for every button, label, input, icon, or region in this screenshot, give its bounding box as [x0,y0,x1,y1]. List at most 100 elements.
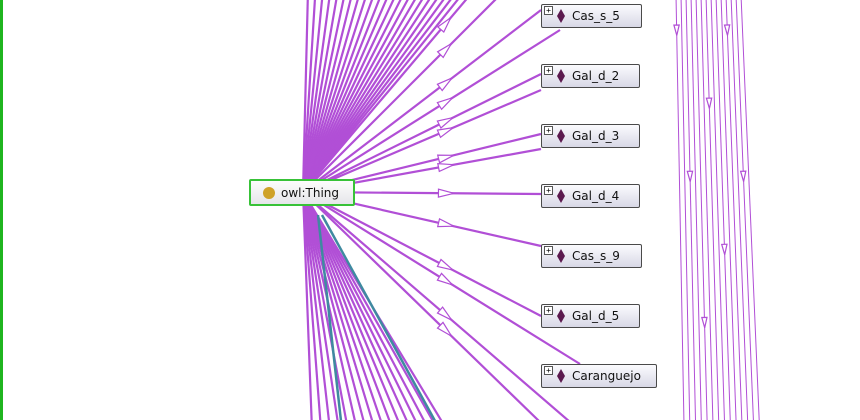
edge-line [301,191,348,420]
arrowhead [436,97,454,111]
edge-line [301,191,330,420]
edge-line [301,0,331,193]
node-label: Caranguejo [572,369,641,383]
individual-diamond-icon [557,309,565,323]
arrowhead-small [720,243,728,255]
edge-line [302,191,425,420]
edge-line [302,191,540,420]
edge-line-thin [740,0,760,420]
arrowhead [436,127,454,139]
arrowhead [437,162,455,173]
edge-line [301,191,382,420]
arrowhead [436,154,454,164]
edge-line-thin [700,0,714,420]
edge-line [301,191,391,420]
arrowhead [436,272,454,286]
edge-line [301,0,381,193]
expand-icon[interactable]: + [544,186,553,195]
arrowhead [436,218,455,228]
edge-line [302,73,542,193]
owl-thing-label: owl:Thing [281,185,340,200]
edge-line [301,191,374,420]
arrowhead [436,117,454,129]
edge-line [301,0,338,193]
edge-line [301,0,316,193]
individual-node-caranguejo[interactable]: + Caranguejo [541,364,657,388]
edge-line [302,0,497,193]
arrowhead [436,77,453,92]
node-label: Cas_s_5 [572,9,620,23]
edge-line [301,0,324,193]
edge-line [301,191,356,420]
edge-line-thin [705,0,720,420]
edge-line-thin [730,0,749,420]
edge-line-thin [735,0,754,420]
node-label: Gal_d_5 [572,309,620,323]
individual-node-gal-d-3[interactable]: + Gal_d_3 [541,124,640,148]
individual-node-gal-d-2[interactable]: + Gal_d_2 [541,64,640,88]
expand-icon[interactable]: + [544,366,553,375]
edge-line-thin [715,0,731,420]
expand-icon[interactable]: + [544,306,553,315]
edge-line [302,191,542,317]
edge-line [302,9,542,193]
edge-line-thin [710,0,725,420]
edge-line [301,0,352,193]
edge-line [302,0,395,193]
edge-line [302,191,434,420]
arrowhead [436,17,452,33]
arrowhead [437,188,455,198]
edge-line-thin [680,0,691,420]
edge-line [301,0,388,193]
individual-node-gal-d-5[interactable]: + Gal_d_5 [541,304,640,328]
edge-line-teal [316,214,343,420]
edge-line-thin [690,0,702,420]
expand-icon[interactable]: + [544,6,553,15]
arrowhead-small [701,316,708,328]
edge-line [301,191,313,420]
expand-icon[interactable]: + [544,126,553,135]
node-label: Gal_d_2 [572,69,620,83]
individual-node-cas-s-9[interactable]: + Cas_s_9 [541,244,642,268]
arrowhead-small [705,97,713,109]
individual-node-cas-s-5[interactable]: + Cas_s_5 [541,4,642,28]
class-circle-icon [263,186,275,199]
individual-diamond-icon [557,369,565,383]
edge-line-thin [685,0,696,420]
edge-line [301,0,309,193]
edge-line-thin [725,0,743,420]
individual-diamond-icon [557,9,565,23]
individual-diamond-icon [557,129,565,143]
edge-line [301,0,366,193]
arrowhead [436,258,454,271]
edge-line [301,191,339,420]
edge-line-teal [320,214,436,420]
edge-layer [301,0,581,420]
individual-diamond-icon [557,189,565,203]
edge-line [301,0,345,193]
node-label: Cas_s_9 [572,249,620,263]
node-label: Gal_d_3 [572,129,620,143]
edge-line [302,0,459,193]
arrowhead-small [723,24,731,36]
edge-line [302,191,570,420]
right-edge-layer [673,0,760,420]
edge-line [302,88,542,194]
arrowhead-small [739,170,747,182]
graph-frame-border [0,0,3,420]
owl-thing-node[interactable]: owl:Thing [249,179,355,206]
arrowhead [436,321,453,337]
node-label: Gal_d_4 [572,189,620,203]
edge-line-thin [695,0,708,420]
expand-icon[interactable]: + [544,246,553,255]
edge-line-thin [720,0,737,420]
edge-line [302,29,561,193]
edge-line [301,191,365,420]
expand-icon[interactable]: + [544,66,553,75]
arrowhead-small [673,24,680,36]
individual-diamond-icon [557,69,565,83]
individual-node-gal-d-4[interactable]: + Gal_d_4 [541,184,640,208]
arrowhead-small [686,170,694,182]
edge-line [302,191,417,420]
